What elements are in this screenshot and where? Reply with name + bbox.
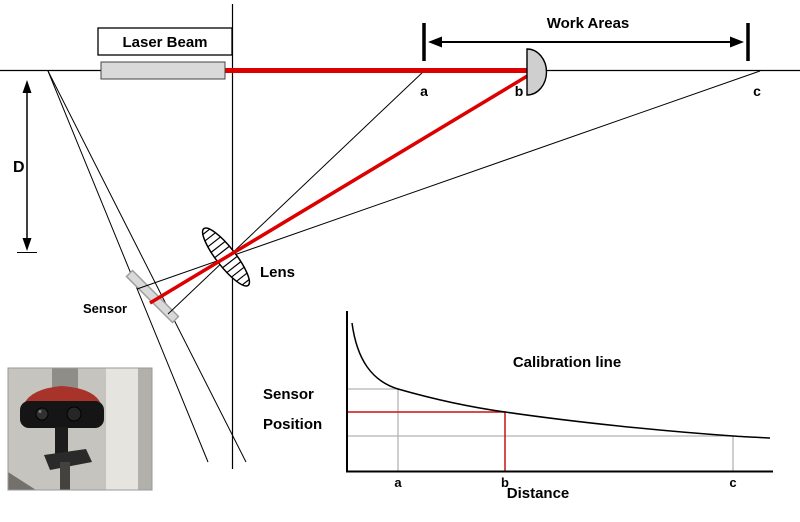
arrow-left-icon bbox=[428, 36, 442, 48]
ray-from-a bbox=[167, 70, 425, 315]
photo-corner-shadow bbox=[8, 472, 36, 490]
photo-pole-light bbox=[106, 368, 138, 490]
sensor-photo bbox=[7, 367, 153, 491]
graph-tick-b: b bbox=[501, 475, 509, 490]
d-dimension-arrow bbox=[17, 80, 37, 253]
graph-tick-a: a bbox=[394, 475, 402, 490]
arrow-up-icon bbox=[22, 80, 32, 93]
graph-xlabel: Distance bbox=[507, 485, 570, 502]
photo-sensor-red-cap bbox=[24, 386, 101, 404]
graph-ylabel-line2: Position bbox=[263, 416, 322, 433]
photo-mount-arm bbox=[55, 427, 68, 458]
photo-frame bbox=[7, 367, 153, 491]
target-object bbox=[526, 48, 548, 96]
point-a-label: a bbox=[420, 83, 428, 99]
laser-beam-label-box bbox=[97, 27, 233, 56]
calibration-graph: Calibration line Sensor Position Distanc… bbox=[263, 311, 773, 502]
graph-title: Calibration line bbox=[513, 354, 621, 371]
laser-beam-label: Laser Beam bbox=[122, 34, 207, 51]
fov-line-lower bbox=[47, 70, 247, 463]
lens-label: Lens bbox=[260, 264, 295, 281]
point-c-label: c bbox=[753, 83, 761, 99]
photo-sensor-lens-right bbox=[66, 406, 82, 422]
graph-axes bbox=[346, 311, 773, 473]
arrow-down-icon bbox=[22, 238, 32, 251]
sensor-label: Sensor bbox=[83, 301, 127, 316]
point-b-label: b bbox=[515, 83, 524, 99]
lens-hatch bbox=[202, 228, 250, 286]
reference-lines-c bbox=[347, 435, 734, 471]
laser-emitter bbox=[100, 61, 226, 80]
photo-sensor-body bbox=[20, 401, 104, 428]
work-areas-arrow bbox=[428, 36, 744, 48]
laser-return-ray-b bbox=[149, 73, 530, 305]
fov-line-upper bbox=[47, 70, 209, 463]
photo-lens-highlight bbox=[38, 410, 42, 413]
photo-sensor-lens-left bbox=[35, 407, 49, 421]
d-label: D bbox=[13, 159, 25, 176]
reference-lines-b bbox=[347, 411, 506, 471]
photo-pole-shadow bbox=[138, 368, 152, 490]
photo-mount-foot bbox=[44, 449, 92, 470]
work-areas-label: Work Areas bbox=[547, 15, 630, 32]
calibration-curve bbox=[351, 322, 771, 439]
arrow-right-icon bbox=[730, 36, 744, 48]
sensor-strip bbox=[127, 271, 178, 322]
ray-from-c bbox=[136, 70, 761, 290]
graph-tick-c: c bbox=[729, 475, 736, 490]
reference-lines-a bbox=[347, 388, 399, 471]
graph-ylabel-line1: Sensor bbox=[263, 386, 314, 403]
photo-lower-pole bbox=[60, 462, 70, 490]
